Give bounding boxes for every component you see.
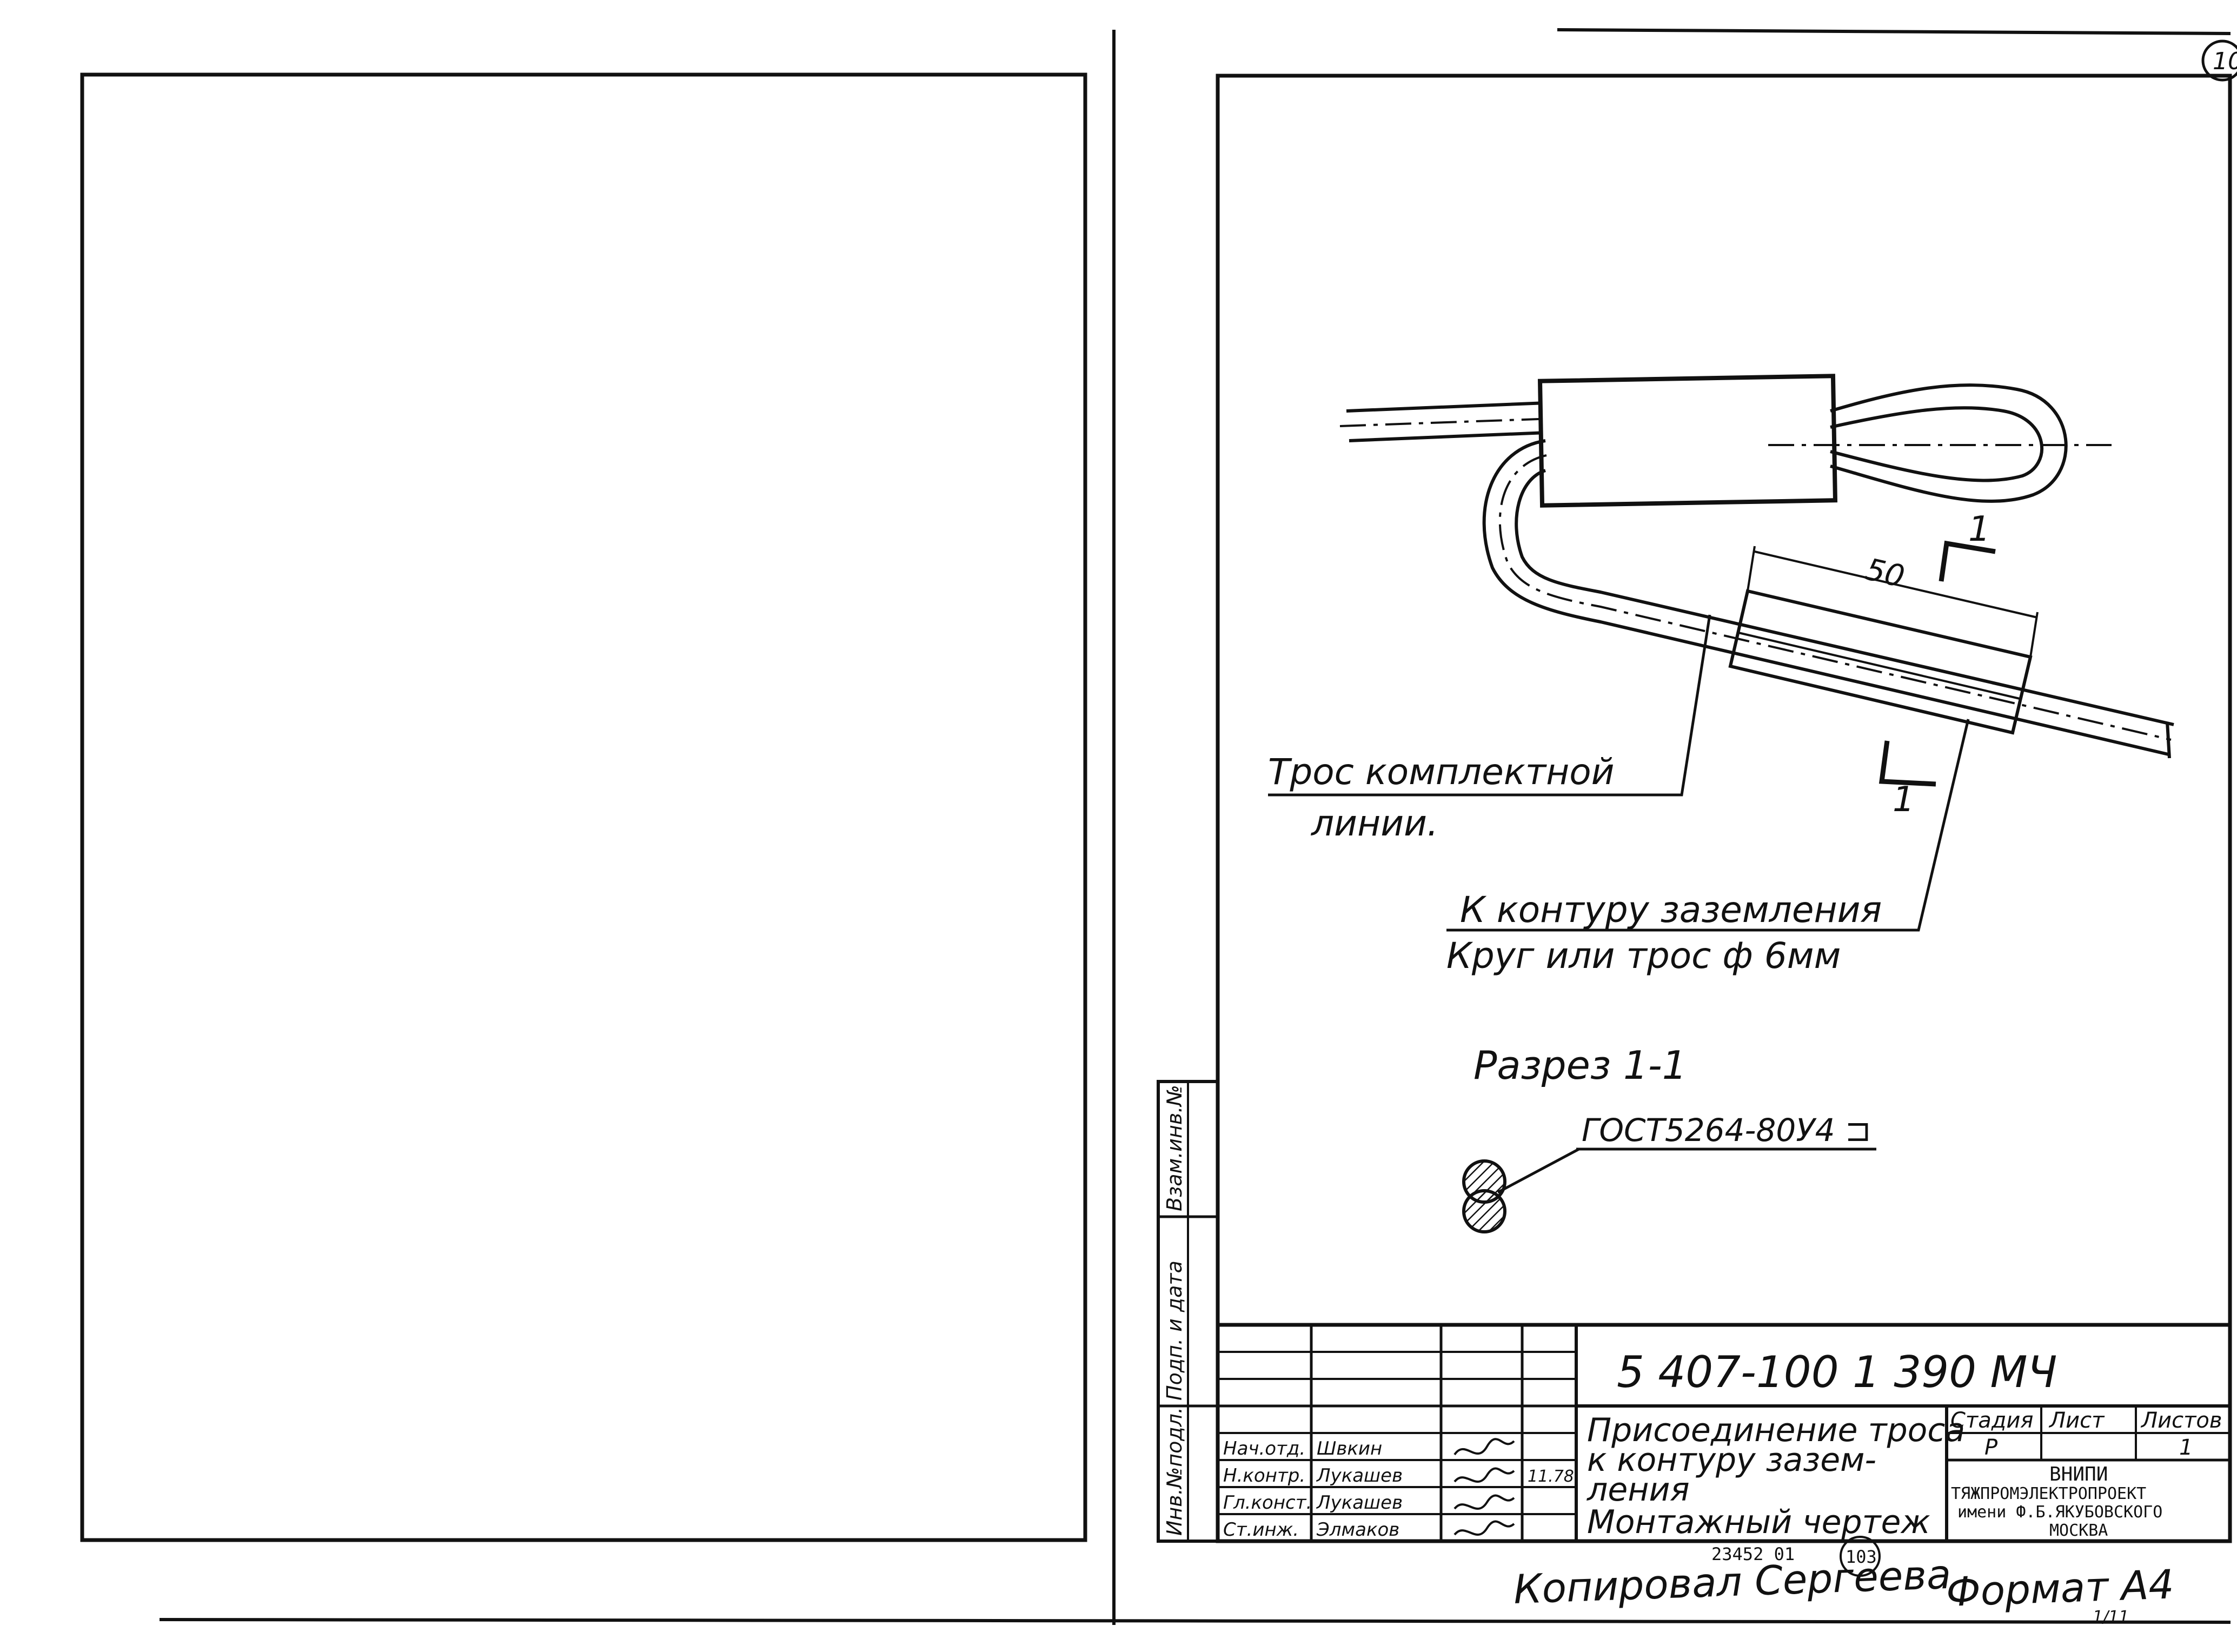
- side-stamp-3: Инв.№подл.: [1163, 1407, 1186, 1536]
- rope-bend-axis: [1498, 454, 2172, 741]
- section-mark-bottom-label: 1: [1893, 780, 1915, 820]
- col-value-stage: Р: [1984, 1435, 1998, 1460]
- name-2: Лукашев: [1316, 1465, 1403, 1487]
- dim-line-50: [1754, 550, 2038, 619]
- signature-3: [1453, 1494, 1515, 1510]
- role-3: Гл.конст.: [1223, 1492, 1312, 1514]
- col-header-sheets: Листов: [2140, 1408, 2222, 1433]
- label-ground-line1: К контуру заземления: [1460, 889, 1882, 931]
- side-stamp-1: Взам.инв.№: [1163, 1085, 1186, 1211]
- org-line-1: ВНИПИ: [2049, 1463, 2108, 1485]
- title-line-2: к контуру зазем-: [1587, 1441, 1876, 1479]
- page-number: 10: [2213, 48, 2237, 75]
- ref-circle-shape: [1840, 1536, 1881, 1577]
- signature-1: [1453, 1438, 1515, 1456]
- section-mark-bottom: [1878, 740, 1936, 787]
- label-rope-line2: линии.: [1310, 802, 1438, 844]
- rope-left-upper: [1346, 401, 1547, 413]
- org-line-3: имени Ф.Б.ЯКУБОВСКОГО: [1957, 1503, 2162, 1522]
- rope-bend-outer: [1482, 439, 2169, 756]
- org-line-4: МОСКВА: [2049, 1521, 2108, 1540]
- top-edge-line: [1557, 28, 2231, 35]
- dimension-50-label: 50: [1862, 552, 1908, 594]
- footer-small: 1/11: [2093, 1608, 2129, 1627]
- thimble-loop-outer: [1830, 383, 2068, 503]
- rope-left-axis: [1339, 417, 1569, 427]
- document-code: 5 407-100 1 390 МЧ: [1617, 1347, 2057, 1397]
- rope-bend-inner: [1515, 469, 2174, 726]
- date-cell: 11.78: [1528, 1467, 1574, 1486]
- title-line-3: ления: [1587, 1471, 1690, 1509]
- title-line-4: Монтажный чертеж: [1587, 1503, 1930, 1541]
- ground-bar-box: [1728, 589, 2033, 735]
- col-header-stage: Стадия: [1950, 1408, 2033, 1433]
- dim-extension-right: [2029, 612, 2039, 658]
- label-rope-line1: Трос комплектной: [1268, 751, 1615, 793]
- ref-number: 23452 01: [1711, 1544, 1795, 1564]
- role-1: Нач.отд.: [1223, 1438, 1305, 1459]
- dim-extension-left: [1747, 546, 1756, 592]
- section-circle-lower: [1462, 1189, 1506, 1233]
- role-4: Ст.инж.: [1223, 1519, 1299, 1541]
- ground-bar-line: [1738, 632, 2020, 700]
- section-mark-top: [1939, 540, 1996, 582]
- org-line-2: ТЯЖПРОМЭЛЕКТРОПРОЕКТ: [1951, 1484, 2146, 1503]
- rope-left-lower: [1349, 431, 1547, 442]
- col-value-sheets: 1: [2179, 1435, 2193, 1460]
- left-page-frame: [80, 72, 1087, 1542]
- signature-2: [1453, 1467, 1515, 1483]
- format-label: Формат А4: [1946, 1561, 2175, 1616]
- clamp-body: [1537, 374, 1838, 508]
- section-title: Разрез 1-1: [1473, 1043, 1687, 1088]
- leader-ground: [1446, 719, 1970, 932]
- title-line-1: Присоединение троса: [1587, 1411, 1965, 1449]
- name-4: Элмаков: [1316, 1519, 1399, 1541]
- role-2: Н.контр.: [1223, 1465, 1305, 1487]
- section-mark-top-label: 1: [1968, 509, 1990, 549]
- copied-by: Копировал Сергеева: [1513, 1551, 1952, 1613]
- bottom-edge-line: [159, 1618, 2231, 1624]
- leader-gost: [1497, 1147, 1580, 1194]
- gost-label: ГОСТ5264-80У4 ⊐: [1582, 1112, 1871, 1149]
- col-header-sheet: Лист: [2048, 1408, 2105, 1433]
- signature-4: [1453, 1520, 1515, 1536]
- label-ground-line2: Круг или трос ф 6мм: [1446, 935, 1841, 977]
- name-1: Швкин: [1317, 1438, 1382, 1459]
- name-3: Лукашев: [1316, 1492, 1403, 1514]
- leader-rope: [1268, 614, 1711, 797]
- page-number-circle: [2201, 39, 2237, 82]
- ref-circle: 103: [1846, 1547, 1877, 1567]
- rope-end-cap: [2166, 721, 2171, 759]
- side-stamp-2: Подп. и дата: [1163, 1260, 1186, 1401]
